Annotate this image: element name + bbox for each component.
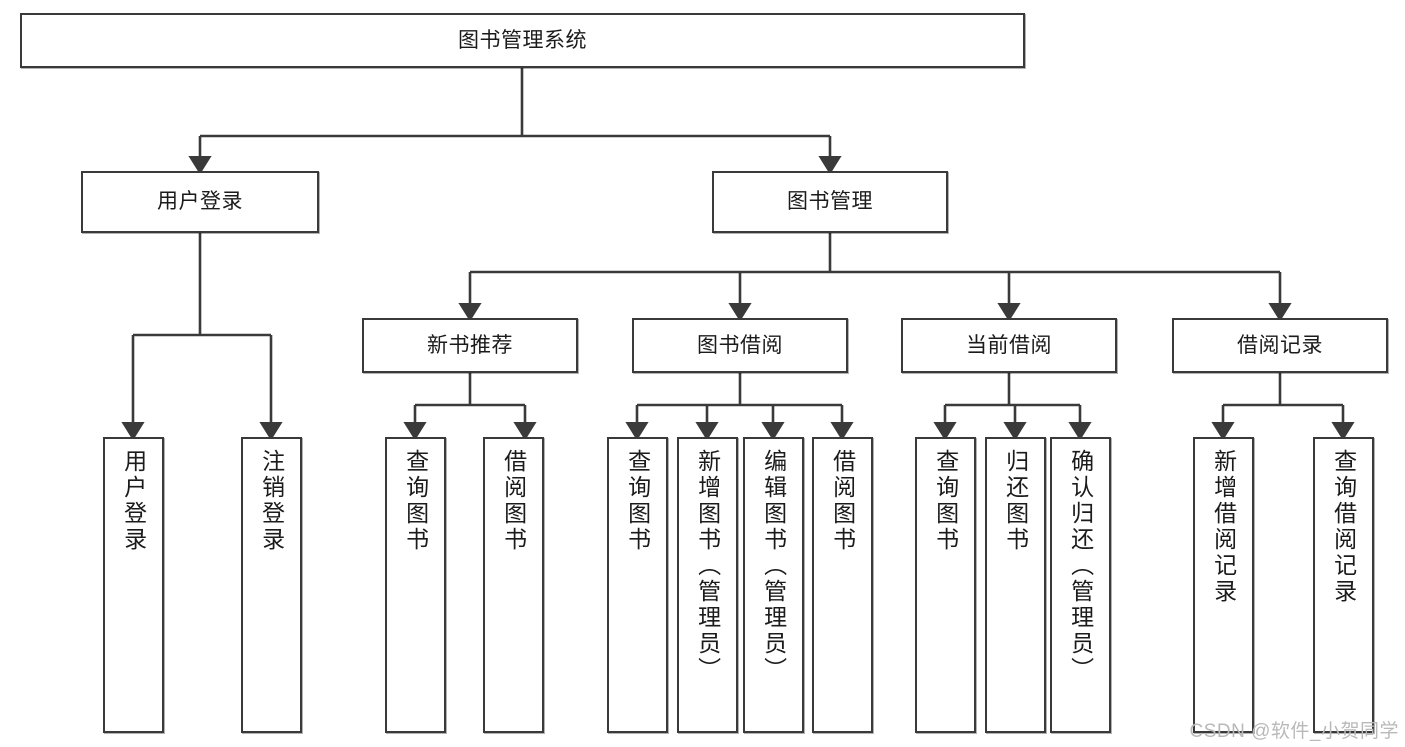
node-leaf-record-query[interactable]: 查询借阅记录 <box>1313 437 1374 733</box>
node-book-management-label: 图书管理 <box>787 190 873 214</box>
node-user-login[interactable]: 用户登录 <box>81 171 319 233</box>
node-leaf-user-logout-label: 注销登录 <box>258 449 285 553</box>
node-leaf-borrow-borrow-book[interactable]: 借阅图书 <box>812 437 873 733</box>
node-leaf-newbook-query-label: 查询图书 <box>402 449 429 553</box>
node-leaf-borrow-edit-book[interactable]: 编辑图书（管理员） <box>743 437 804 733</box>
watermark-text: CSDN @软件_小贺同学 <box>1189 721 1399 742</box>
node-leaf-user-login-label: 用户登录 <box>120 449 147 553</box>
node-borrow-record-label: 借阅记录 <box>1237 333 1323 357</box>
node-book-management[interactable]: 图书管理 <box>712 171 948 233</box>
node-leaf-newbook-query[interactable]: 查询图书 <box>385 437 446 733</box>
node-leaf-record-add-label: 新增借阅记录 <box>1210 449 1237 605</box>
node-leaf-current-query[interactable]: 查询图书 <box>915 437 976 733</box>
node-leaf-newbook-borrow-label: 借阅图书 <box>500 449 527 553</box>
node-leaf-borrow-query-label: 查询图书 <box>624 449 651 553</box>
node-leaf-current-confirm-return-label: 确认归还（管理员） <box>1067 449 1094 683</box>
node-user-login-label: 用户登录 <box>157 190 243 214</box>
node-new-book-recommend[interactable]: 新书推荐 <box>362 318 578 373</box>
node-leaf-borrow-borrow-book-label: 借阅图书 <box>829 449 856 553</box>
node-book-borrow-label: 图书借阅 <box>697 333 783 357</box>
node-leaf-user-login[interactable]: 用户登录 <box>103 437 164 733</box>
node-leaf-current-return-label: 归还图书 <box>1002 449 1029 553</box>
node-leaf-newbook-borrow[interactable]: 借阅图书 <box>483 437 544 733</box>
node-leaf-borrow-query[interactable]: 查询图书 <box>607 437 668 733</box>
node-leaf-current-return[interactable]: 归还图书 <box>985 437 1046 733</box>
node-new-book-recommend-label: 新书推荐 <box>427 333 513 357</box>
node-current-borrow[interactable]: 当前借阅 <box>901 318 1117 373</box>
node-leaf-record-add[interactable]: 新增借阅记录 <box>1193 437 1254 733</box>
node-leaf-current-confirm-return[interactable]: 确认归还（管理员） <box>1050 437 1111 733</box>
node-leaf-user-logout[interactable]: 注销登录 <box>241 437 302 733</box>
node-book-borrow[interactable]: 图书借阅 <box>632 318 848 373</box>
node-root[interactable]: 图书管理系统 <box>20 13 1025 68</box>
node-leaf-current-query-label: 查询图书 <box>932 449 959 553</box>
node-borrow-record[interactable]: 借阅记录 <box>1172 318 1388 373</box>
node-leaf-borrow-add-book-label: 新增图书（管理员） <box>694 449 721 683</box>
node-leaf-record-query-label: 查询借阅记录 <box>1330 449 1357 605</box>
node-root-label: 图书管理系统 <box>458 28 587 52</box>
node-leaf-borrow-add-book[interactable]: 新增图书（管理员） <box>677 437 738 733</box>
node-leaf-borrow-edit-book-label: 编辑图书（管理员） <box>760 449 787 683</box>
node-current-borrow-label: 当前借阅 <box>966 333 1052 357</box>
